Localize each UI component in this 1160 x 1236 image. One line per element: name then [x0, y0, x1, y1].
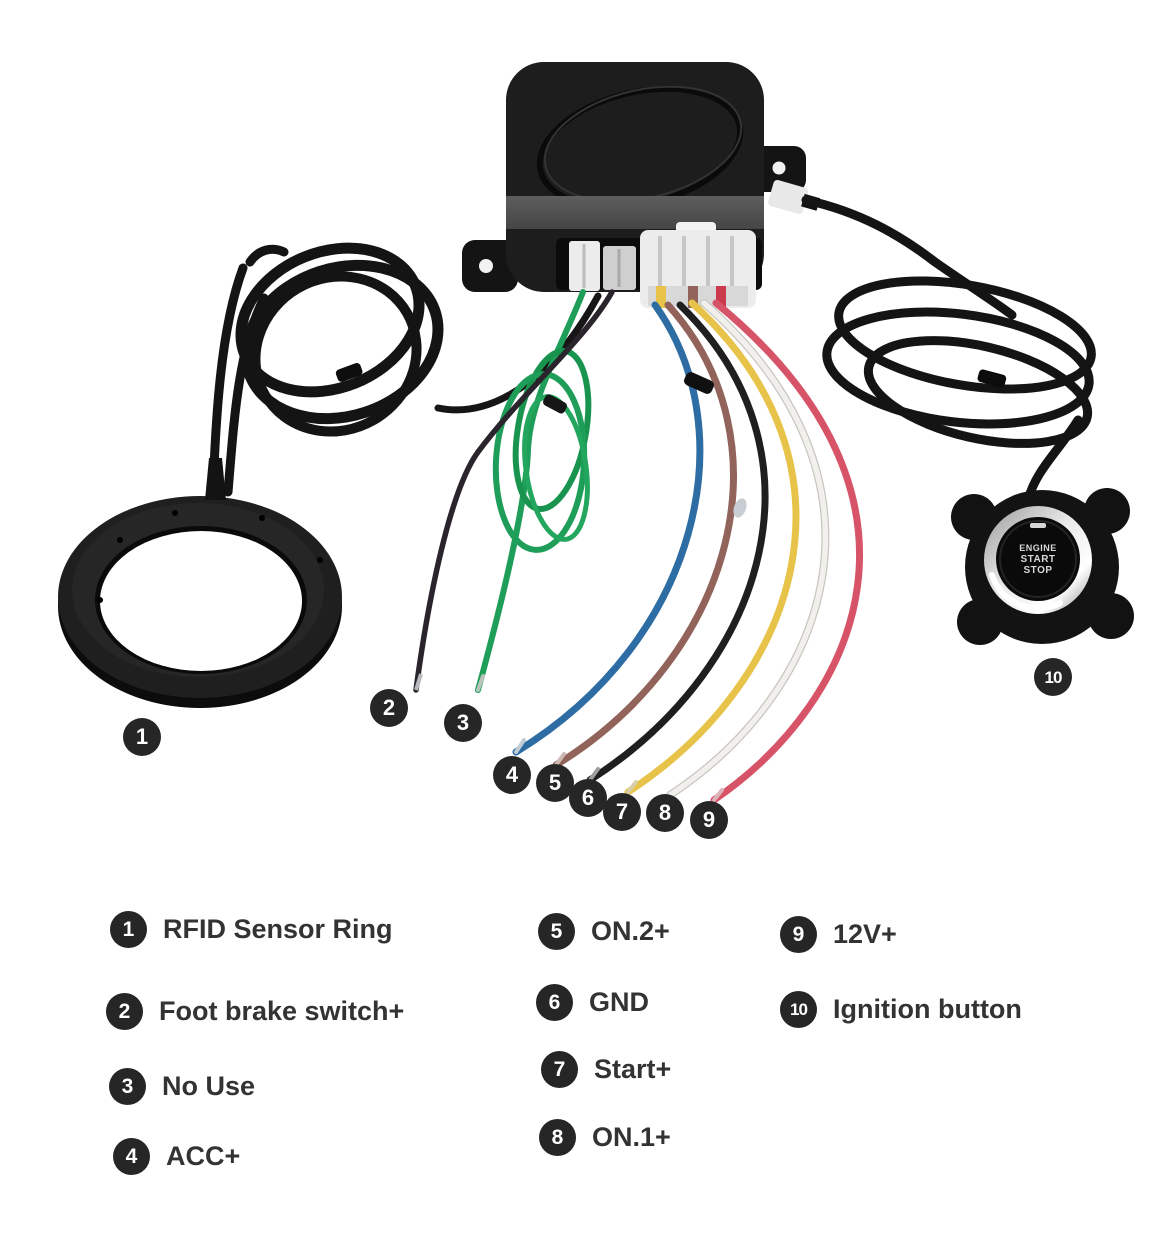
cable-tie	[684, 372, 714, 394]
wire-start-yellow	[624, 299, 800, 796]
legend-badge: 5	[538, 913, 575, 950]
wire-crimp	[733, 498, 747, 518]
chrome-highlight	[989, 572, 1063, 612]
ignition-cable-tail	[1023, 415, 1083, 505]
legend-badge: 3	[109, 1068, 146, 1105]
legend-item-start: 7 Start+	[541, 1051, 671, 1088]
wire-12v-red	[710, 299, 864, 804]
legend-item-acc: 4 ACC+	[113, 1138, 240, 1175]
legend-badge: 7	[541, 1051, 578, 1088]
ring-stem	[205, 458, 226, 500]
coil-loop	[240, 259, 444, 425]
marker-gnd: 6	[569, 779, 607, 817]
wire-tip	[626, 780, 638, 794]
legend-item-on1: 8 ON.1+	[539, 1119, 671, 1156]
pin-wire-red	[716, 286, 726, 308]
coil-loop	[834, 276, 1096, 394]
wire-tip	[414, 673, 423, 691]
cable-tie	[977, 369, 1007, 388]
wire-on2-brown	[552, 301, 737, 769]
legend-badge: 8	[539, 1119, 576, 1156]
button-text-stop: STOP	[1023, 565, 1052, 576]
control-box	[462, 62, 821, 308]
ignition-button: ENGINE START STOP	[951, 488, 1134, 645]
legend-label: ON.2+	[591, 916, 670, 946]
green-wire-group	[475, 289, 592, 693]
box-band	[506, 196, 764, 229]
legend-item-no-use: 3 No Use	[109, 1068, 255, 1105]
legend-item-12v: 9 12V+	[780, 916, 897, 953]
ignition-cable	[801, 195, 1017, 320]
wire-acc-blue	[512, 301, 704, 756]
wire-tip	[712, 788, 724, 802]
legend-item-rfid-ring: 1 RFID Sensor Ring	[110, 911, 393, 948]
marker-no-use: 3	[444, 704, 482, 742]
marker-on2: 5	[536, 764, 574, 802]
marker-ignition-button: 10	[1034, 658, 1072, 696]
ring-dot	[117, 537, 123, 543]
marker-rfid-ring: 1	[123, 718, 161, 756]
legend-badge: 1	[110, 911, 147, 948]
pin-wire-yellow	[656, 286, 666, 308]
marker-acc: 4	[493, 756, 531, 794]
wire-tip	[514, 738, 526, 754]
ring-dot	[317, 557, 323, 563]
ear-hole	[479, 259, 493, 273]
legend-item-ignition-button: 10 Ignition button	[780, 991, 1022, 1028]
marker-12v: 9	[690, 801, 728, 839]
legend-label: Ignition button	[833, 994, 1022, 1024]
pin-wire-brown	[688, 286, 698, 308]
marker-foot-brake: 2	[370, 689, 408, 727]
legend-badge: 4	[113, 1138, 150, 1175]
legend-label: 12V+	[833, 919, 897, 949]
ring-dot	[172, 510, 178, 516]
legend-item-gnd: 6 GND	[536, 984, 649, 1021]
button-text-engine: ENGINE	[1019, 543, 1057, 553]
coil-loop	[250, 271, 422, 437]
ring-cable-coil	[208, 242, 444, 497]
ring-hole	[100, 531, 302, 671]
legend-label: ON.1+	[592, 1122, 671, 1152]
side-connector-body	[768, 179, 809, 214]
wire-tip	[554, 752, 566, 767]
legend-item-foot-brake: 2 Foot brake switch+	[106, 993, 404, 1030]
button-face-ring	[999, 520, 1077, 598]
ring-dot	[97, 597, 103, 603]
marker-start: 7	[603, 793, 641, 831]
legend-badge: 10	[780, 991, 817, 1028]
wire-gnd-black	[586, 301, 769, 784]
legend-label: GND	[589, 987, 649, 1017]
button-text-start: START	[1020, 554, 1055, 565]
ignition-cable-coil	[801, 195, 1096, 505]
legend-label: Start+	[594, 1054, 672, 1084]
ear-hole	[772, 161, 786, 175]
legend-badge: 9	[780, 916, 817, 953]
cable-tie	[542, 394, 568, 414]
wire-tip	[588, 767, 600, 782]
legend-label: No Use	[162, 1071, 256, 1101]
wire-foot-brake	[413, 289, 615, 693]
coil-loop	[863, 336, 1093, 448]
wire-no-use-green	[475, 289, 586, 693]
diagram-canvas: ENGINE START STOP	[58, 62, 1134, 804]
legend-badge: 2	[106, 993, 143, 1030]
ring-dot	[259, 515, 265, 521]
cable-tie	[335, 363, 363, 382]
button-indicator	[1030, 523, 1046, 528]
marker-on1: 8	[646, 794, 684, 832]
wire-tip	[476, 674, 485, 692]
legend-item-on2: 5 ON.2+	[538, 913, 670, 950]
rfid-sensor-ring	[58, 458, 342, 708]
coil-loop	[822, 307, 1094, 429]
wire-on1-white	[667, 300, 828, 798]
button-face	[996, 517, 1080, 601]
legend-label: RFID Sensor Ring	[163, 914, 393, 944]
coil-end	[245, 244, 289, 267]
legend-label: ACC+	[166, 1141, 241, 1171]
wire-harness	[512, 299, 864, 804]
legend-label: Foot brake switch+	[159, 996, 405, 1026]
green-loop	[522, 394, 590, 542]
legend-badge: 6	[536, 984, 573, 1021]
